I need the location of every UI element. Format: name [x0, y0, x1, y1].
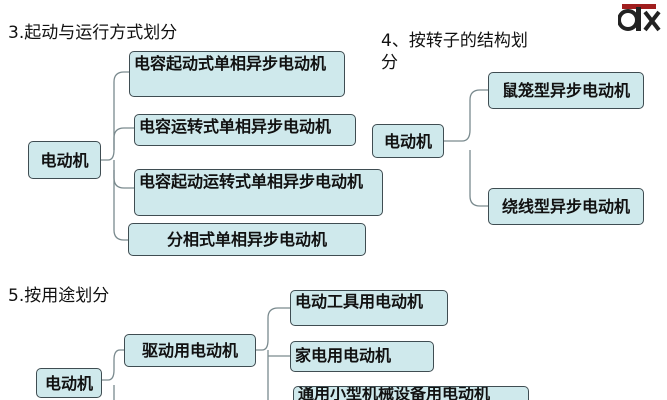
section5-node-3: 通用小型机械设备用电动机	[293, 386, 529, 400]
section3-node-1: 电容起动式单相异步电动机	[129, 51, 345, 97]
section4-node-1: 鼠笼型异步电动机	[488, 72, 644, 109]
section4-heading-line1: 4、按转子的结构划	[381, 31, 528, 51]
section4-heading-line2: 分	[381, 53, 398, 73]
section5-middle-node: 驱动用电动机	[124, 334, 256, 367]
section3-node-4: 分相式单相异步电动机	[128, 223, 366, 256]
section3-root-node: 电动机	[28, 141, 101, 179]
section5-root-node: 电动机	[36, 368, 102, 398]
section4-root-node: 电动机	[372, 124, 444, 158]
section5-node-1: 电动工具用电动机	[290, 290, 448, 326]
section4-node-2: 绕线型异步电动机	[488, 188, 644, 225]
section3-node-2: 电容运转式单相异步电动机	[134, 114, 356, 146]
brand-logo	[617, 3, 662, 33]
section5-node-2: 家电用电动机	[290, 341, 434, 372]
section5-heading: 5.按用途划分	[8, 286, 110, 306]
section3-node-3: 电容起动运转式单相异步电动机	[134, 169, 383, 216]
section3-heading: 3.起动与运行方式划分	[8, 23, 178, 43]
